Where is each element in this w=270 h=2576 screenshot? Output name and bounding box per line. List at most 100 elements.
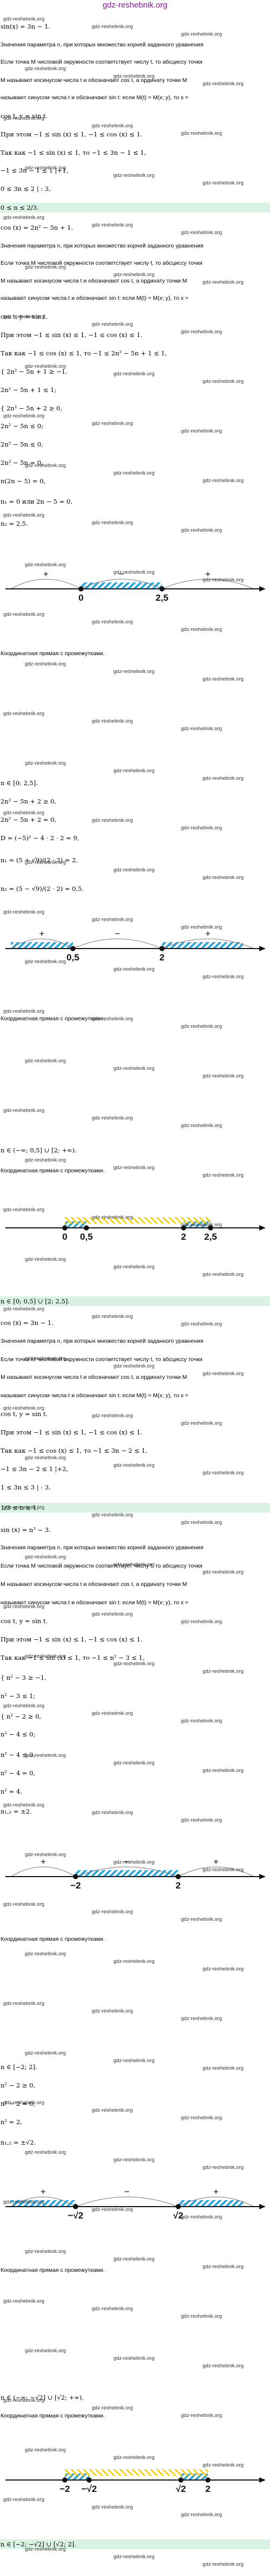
watermark: gdz-reshebnik.org	[92, 24, 133, 30]
watermark: gdz-reshebnik.org	[25, 1157, 66, 1163]
watermark: gdz-reshebnik.org	[202, 379, 244, 384]
watermark: gdz-reshebnik.org	[113, 1959, 155, 1964]
sign-label: +	[205, 569, 211, 579]
sign-label: −	[119, 569, 124, 579]
watermark: gdz-reshebnik.org	[3, 413, 45, 419]
axis-point	[181, 1225, 186, 1231]
math-line: sin(x) = 3n − 1.	[1, 23, 51, 30]
sign-label: +	[205, 929, 211, 939]
sign-label: +	[40, 1857, 46, 1867]
watermark: gdz-reshebnik.org	[3, 215, 45, 221]
watermark: gdz-reshebnik.org	[181, 1619, 222, 1625]
watermark: gdz-reshebnik.org	[113, 371, 155, 377]
watermark: gdz-reshebnik.org	[92, 1512, 133, 1518]
text-line: Значения параметра n, при которых множес…	[1, 1544, 204, 1551]
watermark: gdz-reshebnik.org	[202, 81, 244, 87]
math-line: 1 ≤ 3n ≤ 3 | : 3,	[1, 1483, 51, 1491]
tick-label: 2	[159, 952, 164, 963]
watermark: gdz-reshebnik.org	[202, 279, 244, 285]
watermark: gdz-reshebnik.org	[3, 711, 45, 717]
math-line: n₁,₂ = ±√2.	[1, 2139, 36, 2146]
math-line: cos t, y = sin t.	[1, 112, 48, 120]
sign-arc	[10, 2196, 76, 2207]
watermark: gdz-reshebnik.org	[3, 2001, 45, 2007]
axis-point	[62, 1225, 68, 1231]
math-line: Так как −1 ≤ sin (x) ≤ 1, то −1 ≤ 3n − 1…	[1, 149, 146, 156]
watermark: gdz-reshebnik.org	[3, 909, 45, 915]
math-line: −1 ≤ 3n − 1 ≤ 1 |+1,	[1, 167, 69, 174]
sign-label: −	[115, 929, 120, 939]
sign-arc	[75, 1866, 179, 1877]
tick-label: 2	[181, 1232, 186, 1242]
sign-arc	[72, 938, 163, 949]
answer-text: 0 ≤ n ≤ 2/3.	[1, 204, 39, 211]
text-line: Координатная прямая с промежутками.	[1, 1936, 105, 1942]
watermark: gdz-reshebnik.org	[181, 31, 222, 37]
math-line: cos (x) = 2n² − 5n + 1.	[1, 224, 73, 231]
tick-label: −√2	[68, 2210, 84, 2221]
watermark: gdz-reshebnik.org	[92, 520, 133, 526]
answer-highlight: n ∈ [0; 0,5] ∪ [2; 2,5].	[0, 1296, 270, 1306]
number-line: +−+−√2√2	[5, 2187, 266, 2221]
axis-arrow	[259, 2477, 266, 2483]
watermark: gdz-reshebnik.org	[181, 1420, 222, 1426]
text-line: M называют косинусом числа t и обозначаю…	[1, 1374, 187, 1380]
watermark: gdz-reshebnik.org	[92, 1413, 133, 1419]
math-line: n² − 2 = 0,	[1, 2100, 36, 2107]
math-line: Так как −1 ≤ cos (x) ≤ 1, то −1 ≤ 3n − 2…	[1, 1447, 147, 1454]
axis-point	[205, 2477, 211, 2483]
watermark: gdz-reshebnik.org	[181, 825, 222, 831]
axis-point	[176, 1874, 181, 1879]
watermark: gdz-reshebnik.org	[92, 421, 133, 427]
watermark: gdz-reshebnik.org	[181, 1520, 222, 1526]
watermark: gdz-reshebnik.org	[202, 2165, 244, 2170]
tick-label: 0,5	[66, 952, 79, 963]
text-line: Значения параметра n, при которых множес…	[1, 1338, 204, 1344]
watermark: gdz-reshebnik.org	[202, 1371, 244, 1377]
watermark: gdz-reshebnik.org	[113, 1760, 155, 1766]
watermark: gdz-reshebnik.org	[181, 1023, 222, 1029]
watermark: gdz-reshebnik.org	[181, 527, 222, 533]
tick-label: 0,5	[80, 1232, 93, 1242]
watermark: gdz-reshebnik.org	[92, 718, 133, 724]
watermark: gdz-reshebnik.org	[113, 2554, 155, 2560]
watermark: gdz-reshebnik.org	[113, 1066, 155, 1071]
answer-highlight: 1/3 ≤ n ≤ 1.	[0, 1503, 270, 1513]
tick-label: −√2	[82, 2484, 97, 2494]
answer-text: 1/3 ≤ n ≤ 1.	[1, 1504, 39, 1512]
watermark: gdz-reshebnik.org	[92, 2504, 133, 2510]
axis-arrow	[259, 946, 266, 951]
text-line: M называют косинусом числа t и обозначаю…	[1, 278, 187, 284]
watermark: gdz-reshebnik.org	[92, 2405, 133, 2411]
math-line: n² − 4 ≤ 0,	[1, 1751, 36, 1758]
watermark: gdz-reshebnik.org	[202, 1172, 244, 1178]
watermark: gdz-reshebnik.org	[113, 867, 155, 873]
site-brand[interactable]: gdz-reshebnik.org	[102, 1, 168, 10]
interval-shading	[65, 1217, 211, 1224]
math-line: −1 ≤ 3n − 2 ≤ 1 |+2,	[1, 1465, 69, 1473]
interval-shading	[11, 2200, 76, 2207]
math-line: n ∈ [−2; 2].	[1, 2063, 37, 2071]
interval-shading	[11, 942, 73, 949]
watermark: gdz-reshebnik.org	[25, 1256, 66, 1262]
math-line: 2n² − 5n ≤ 0;	[1, 422, 44, 430]
tick-label: √2	[176, 2484, 186, 2494]
watermark: gdz-reshebnik.org	[181, 1718, 222, 1724]
watermark: gdz-reshebnik.org	[113, 2058, 155, 2064]
watermark: gdz-reshebnik.org	[202, 1073, 244, 1079]
watermark: gdz-reshebnik.org	[113, 768, 155, 774]
watermark: gdz-reshebnik.org	[92, 917, 133, 923]
watermark: gdz-reshebnik.org	[113, 1462, 155, 1468]
axis-point	[78, 586, 84, 592]
watermark: gdz-reshebnik.org	[92, 1314, 133, 1320]
tick-label: 0	[62, 1232, 67, 1242]
watermark: gdz-reshebnik.org	[92, 1909, 133, 1915]
watermark: gdz-reshebnik.org	[181, 1817, 222, 1823]
math-line: Так как −1 ≤ cos (x) ≤ 1, то −1 ≤ 2n² − …	[1, 349, 167, 357]
interval-shading	[162, 942, 243, 949]
watermark: gdz-reshebnik.org	[202, 1272, 244, 1277]
